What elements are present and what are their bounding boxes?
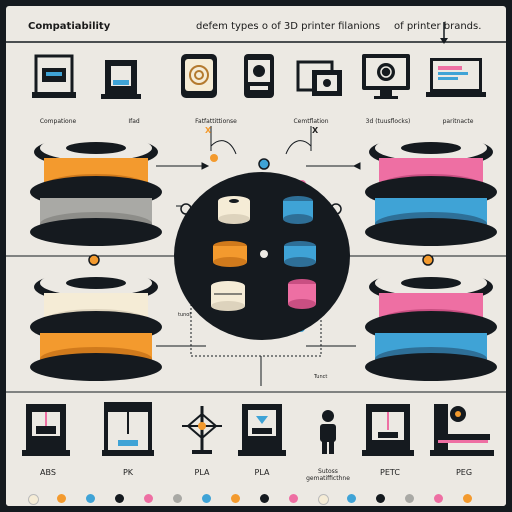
label-pk: PK — [122, 468, 134, 477]
label-pla-1: PLA — [194, 468, 210, 477]
color-swatch — [202, 494, 211, 503]
printer-pla-box-icon — [238, 404, 286, 456]
top-label-5: 3d (tuusflocks) — [365, 118, 411, 125]
color-swatch — [289, 494, 298, 503]
side-label-left: tunol — [178, 312, 191, 318]
top-label-3: Fatfattittionse — [195, 118, 237, 125]
printer-pk-icon — [102, 402, 154, 456]
label-person: Sutoss gematifficthne — [306, 468, 350, 482]
color-swatch — [347, 494, 356, 503]
color-swatch — [86, 494, 95, 503]
color-swatch — [231, 494, 240, 503]
color-swatch — [376, 494, 385, 503]
top-label-6: paritnacte — [442, 118, 474, 125]
spool-top-right — [365, 135, 497, 246]
device-icon — [244, 54, 274, 98]
box-icon — [296, 60, 342, 96]
label-peg: PEG — [455, 468, 473, 477]
color-swatch — [260, 494, 269, 503]
header-right: of printer brands. — [394, 21, 482, 32]
laptop-icon — [426, 58, 486, 97]
side-label-right: Tunct — [314, 374, 328, 380]
color-swatch — [144, 494, 153, 503]
printer-peg-icon — [430, 404, 494, 456]
central-circle — [174, 172, 350, 340]
spool-top-left — [30, 135, 162, 246]
connector-lines — [6, 126, 506, 386]
color-swatch — [115, 494, 124, 503]
printer-icon-1 — [32, 54, 76, 98]
header-left: Compatiability — [28, 21, 111, 32]
infographic-canvas: Compatiability defem types o of 3D print… — [6, 6, 506, 506]
tablet-icon — [181, 54, 217, 98]
person-icon — [320, 410, 336, 454]
mark-x-left: X — [205, 126, 212, 135]
header-title: defem types o of 3D printer filanions — [196, 21, 381, 32]
spool-bottom-left — [30, 270, 162, 381]
label-petc: PETC — [380, 468, 400, 477]
top-label-4: Cemtflation — [293, 118, 329, 125]
label-pla-2: PLA — [254, 468, 270, 477]
printer-petc-icon — [362, 404, 414, 456]
printer-abs-icon — [22, 404, 70, 456]
top-label-1: Compatione — [39, 118, 77, 125]
color-swatch — [405, 494, 414, 503]
infographic-drawing — [6, 22, 506, 506]
mark-x-right: X — [312, 126, 319, 135]
color-swatch — [173, 494, 182, 503]
printer-icon-2 — [101, 60, 141, 99]
spool-bottom-right — [365, 270, 497, 381]
color-swatch — [463, 494, 472, 503]
color-swatch — [318, 494, 329, 505]
monitor-icon — [362, 54, 410, 99]
top-label-2: Ifad — [128, 118, 140, 125]
label-abs: ABS — [40, 468, 56, 477]
color-swatch — [28, 494, 39, 505]
color-swatch — [57, 494, 66, 503]
printer-pla-delta-icon — [182, 406, 222, 454]
color-swatch — [434, 494, 443, 503]
